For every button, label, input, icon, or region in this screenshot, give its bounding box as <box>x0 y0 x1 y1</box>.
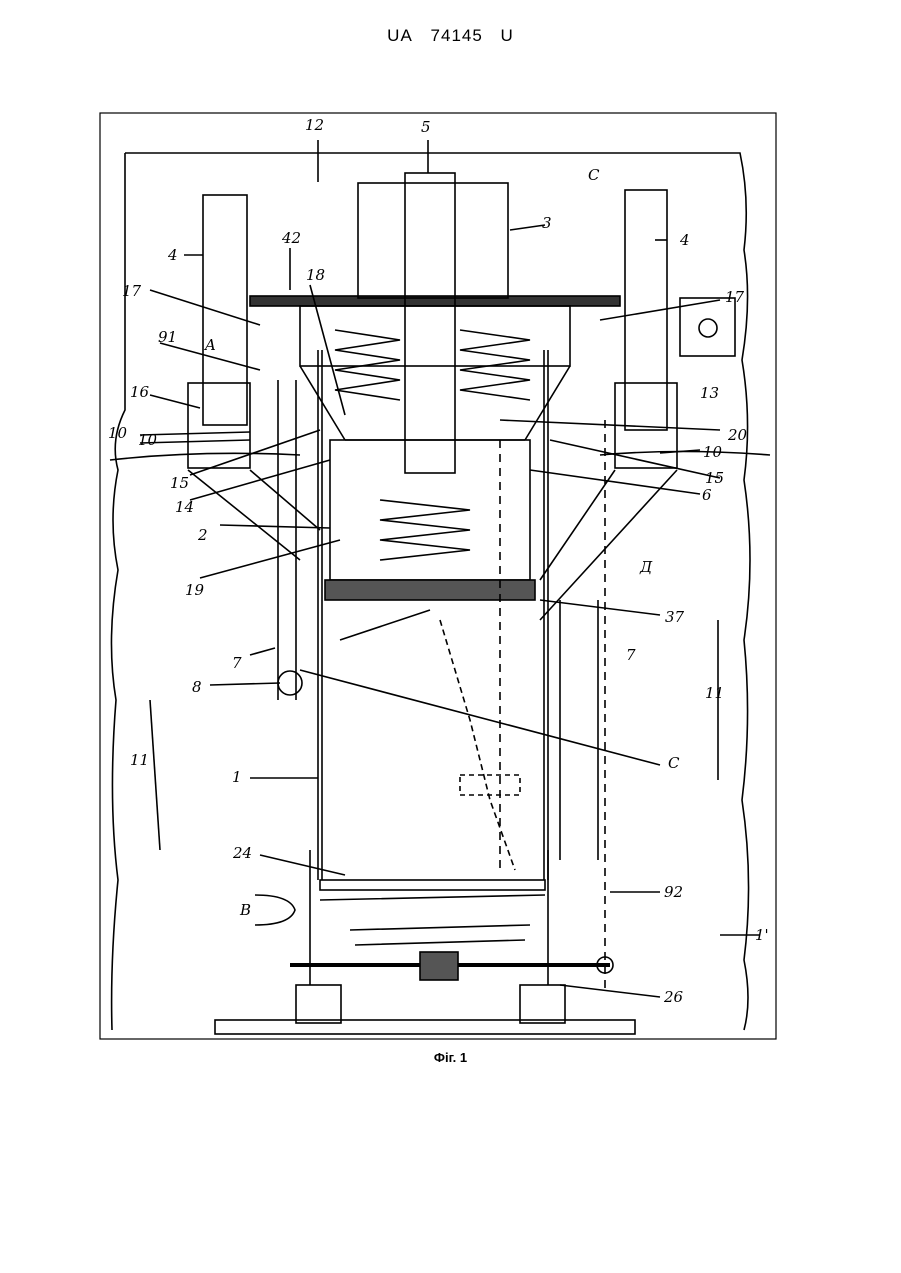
label-37: 37 <box>665 608 685 626</box>
label-1-prime: 1' <box>755 926 769 944</box>
base-plate <box>215 1020 635 1034</box>
label-9-1: 91 <box>158 328 177 346</box>
label-11-right: 11 <box>705 684 724 702</box>
label-24: 24 <box>232 844 252 862</box>
spring-right <box>460 330 530 400</box>
label-7-left: 7 <box>232 654 242 672</box>
label-16: 16 <box>130 383 150 401</box>
label-2: 2 <box>197 526 208 544</box>
label-3: 3 <box>542 214 552 232</box>
spring-left <box>335 330 400 400</box>
label-26: 26 <box>663 988 684 1006</box>
valve-8 <box>278 671 302 695</box>
label-14: 14 <box>175 498 194 516</box>
label-1: 1 <box>232 768 242 786</box>
lower-bowl <box>320 880 545 890</box>
side-pipe-right <box>540 470 677 620</box>
label-15-left: 15 <box>170 474 189 492</box>
label-18: 18 <box>306 266 325 284</box>
label-19: 19 <box>185 581 205 599</box>
ground-line-left <box>110 453 300 460</box>
label-17-left: 17 <box>122 282 142 300</box>
lower-discs <box>320 895 545 945</box>
label-6: 6 <box>702 486 712 504</box>
label-5: 5 <box>421 118 431 136</box>
inclined-plate <box>340 610 430 640</box>
label-11-left: 11 <box>130 751 149 769</box>
dashed-box <box>460 775 520 795</box>
post-left <box>203 195 247 425</box>
side-pipe-left <box>188 470 320 560</box>
label-17-right: 17 <box>725 288 745 306</box>
label-42: 42 <box>281 229 301 247</box>
ground-line-right <box>600 452 770 456</box>
label-10-left-a: 10 <box>108 424 128 442</box>
label-8: 8 <box>192 678 202 696</box>
upper-chamber <box>300 306 570 366</box>
label-10-right: 10 <box>703 443 723 461</box>
top-housing <box>358 183 508 298</box>
spring-middle <box>380 500 470 560</box>
grate <box>325 580 535 600</box>
upper-cone <box>300 366 570 440</box>
label-13: 13 <box>700 384 719 402</box>
shaft-5 <box>405 173 455 473</box>
label-4-right: 4 <box>679 231 690 249</box>
label-d: Д <box>639 558 653 576</box>
label-c-top: C <box>588 166 600 184</box>
label-7-right: 7 <box>626 646 636 664</box>
bucket-chain <box>440 620 515 870</box>
figure-caption: Фіг. 1 <box>0 1050 901 1065</box>
label-20: 20 <box>727 426 748 444</box>
label-b: B <box>239 901 251 919</box>
label-9-2: 92 <box>664 883 683 901</box>
label-15-right: 15 <box>705 469 724 487</box>
control-box <box>680 298 735 356</box>
gearbox <box>420 952 458 980</box>
label-12: 12 <box>305 116 324 134</box>
label-4-left: 4 <box>167 246 178 264</box>
label-c-mid: C <box>668 754 680 772</box>
label-a: A <box>203 336 216 354</box>
support-right <box>520 985 565 1023</box>
support-left <box>296 985 341 1023</box>
label-10-left-b: 10 <box>138 431 158 449</box>
